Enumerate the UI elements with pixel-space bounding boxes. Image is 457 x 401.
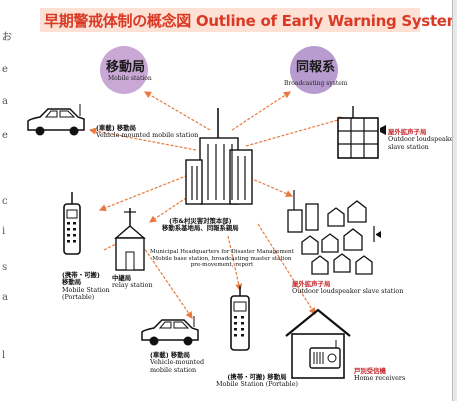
mobile-group-subtitle: Mobile station — [108, 75, 152, 82]
left-text-strip: お e a e c i s a l — [0, 0, 17, 401]
connection-arrows — [88, 91, 347, 319]
portable-left-label: (携帯・可搬) 移動局 Mobile Station (Portable) — [62, 271, 110, 302]
houses-cluster-icon — [287, 190, 381, 275]
arrow-to-portable-bottom — [227, 235, 243, 292]
relay-station-icon — [114, 208, 146, 271]
arrow-to-broadcast-group — [231, 91, 292, 131]
arrow-to-mobile-group — [143, 91, 211, 131]
outdoor-slave-right-label: 屋外拡声子局 Outdoor loudspeaker slave station — [292, 280, 404, 296]
diagram-title: 早期警戒体制の概念図 Outline of Early Warning Syst… — [44, 12, 457, 30]
home-receiver-label: 戸別受信機 Home receivers — [354, 367, 406, 383]
arrow-to-houses — [249, 177, 294, 197]
hq-english-label: Municipal Headquarters for Disaster Mana… — [150, 249, 294, 269]
broadcast-group-subtitle: Broadcasting system — [284, 80, 348, 87]
car-icon — [27, 104, 85, 136]
strip-char: s — [2, 262, 8, 273]
office-building-icon — [337, 106, 386, 159]
arrow-to-home-receiver — [257, 223, 316, 316]
strip-char: a — [2, 292, 8, 303]
strip-char: e — [2, 130, 8, 141]
broadcast-group-title: 同報系 — [296, 60, 336, 75]
title-bar — [40, 8, 420, 32]
arrow-relay-to-vehicle-bottom — [139, 241, 193, 319]
right-frame-edge — [452, 0, 457, 401]
arrow-to-vehicle-top — [88, 127, 197, 151]
strip-char: c — [2, 196, 8, 207]
hq-building-icon — [185, 108, 253, 205]
mobile-group-circle — [100, 46, 148, 94]
home-receiver-house-icon — [285, 308, 351, 379]
strip-char: l — [2, 350, 6, 361]
vehicle-bottom-label: (車載) 移動局 Vehicle-mounted mobile station — [150, 351, 205, 374]
car-bottom-icon — [141, 316, 199, 346]
broadcast-group-circle — [290, 46, 338, 94]
arrow-to-portable-left — [98, 171, 197, 212]
strip-char: お — [2, 32, 12, 43]
portable-radio-icon — [63, 192, 81, 255]
outdoor-slave-top-label: 屋外拡声子局 Outdoor loudspeaker slave station — [388, 128, 457, 151]
strip-char: a — [2, 96, 8, 107]
arrow-to-outdoor-slave-top — [245, 116, 347, 147]
vehicle-top-label: (車載) 移動局 Vehicle-mounted mobile station — [96, 124, 199, 140]
relay-label: 中継局 relay station — [112, 274, 153, 290]
strip-char: i — [2, 226, 6, 237]
strip-char: e — [2, 64, 8, 75]
mobile-group-title: 移動局 — [106, 60, 146, 75]
portable-bottom-label: (携帯・可搬) 移動局 Mobile Station (Portable) — [216, 373, 298, 389]
hq-label: (市&村災害対策本部) 移動系基地局、同報系親局 — [162, 217, 239, 233]
portable-radio-bottom-icon — [230, 286, 250, 351]
